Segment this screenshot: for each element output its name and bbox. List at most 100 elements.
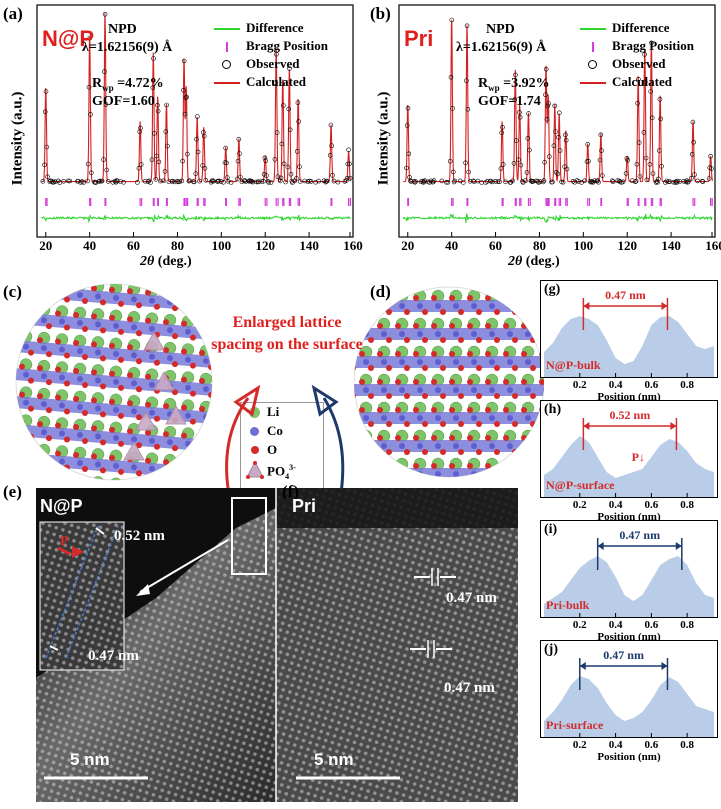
- co-atom: [525, 331, 531, 337]
- observed-point: [541, 178, 547, 183]
- observed-point: [557, 148, 563, 153]
- o-atom: [55, 394, 61, 401]
- co-atom: [525, 471, 531, 477]
- o-atom: [100, 355, 106, 362]
- co-atom: [131, 324, 137, 331]
- blue-curved-arrow: [322, 397, 345, 501]
- o-atom: [64, 408, 70, 415]
- panel-f-047-top: 0.47 nm: [446, 590, 497, 606]
- profile-xtick-label: 0.2: [572, 739, 587, 751]
- legend-difference-swatch: [214, 28, 240, 30]
- co-atom: [399, 415, 405, 421]
- o-atom: [467, 463, 473, 469]
- observed-point: [215, 179, 221, 184]
- observed-point: [545, 103, 551, 109]
- observed-point: [450, 169, 456, 175]
- o-atom: [46, 295, 52, 302]
- o-atom: [91, 453, 97, 460]
- li-atom: [163, 285, 177, 299]
- profile-area: [544, 436, 714, 497]
- o-atom: [368, 477, 374, 482]
- co-atom: [113, 406, 119, 413]
- co-atom: [41, 429, 47, 436]
- o-atom: [386, 421, 392, 427]
- observed-point: [590, 179, 595, 184]
- o-atom: [82, 325, 88, 332]
- observed-point: [294, 149, 300, 154]
- o-atom: [172, 473, 178, 480]
- li-atom-icon: [249, 407, 260, 418]
- o-atom: [100, 411, 106, 418]
- co-atom: [95, 293, 101, 300]
- observed-point: [451, 179, 457, 185]
- observed-point: [546, 101, 551, 106]
- o-atom: [440, 477, 446, 482]
- li-atom: [146, 481, 158, 482]
- observed-point: [495, 179, 501, 184]
- co-atom: [399, 303, 405, 309]
- profile-xtick-label: 0.8: [680, 739, 695, 751]
- observed-point: [709, 166, 714, 171]
- o-atom: [386, 337, 392, 343]
- observed-point: [347, 176, 353, 181]
- profile-area: [544, 676, 714, 737]
- profile-xtick-label: 0.4: [608, 499, 623, 511]
- co-atom: [113, 378, 119, 385]
- co-atom: [23, 455, 29, 462]
- observed-point: [221, 180, 226, 185]
- li-atom: [359, 457, 373, 471]
- o-atom: [199, 378, 205, 385]
- observed-point: [104, 167, 109, 173]
- o-atom: [73, 479, 79, 480]
- observed-point: [165, 143, 170, 149]
- panel-a-xtick-label: 20: [39, 238, 53, 253]
- o-atom: [82, 465, 88, 472]
- o-atom: [154, 359, 160, 366]
- observed-point: [280, 81, 285, 87]
- observed-point: [296, 119, 302, 124]
- o-atom: [512, 309, 518, 315]
- o-atom: [181, 432, 187, 439]
- observed-point: [324, 178, 330, 184]
- co-atom: [471, 415, 477, 421]
- panel-a-rwp: Rwp =4.72%: [92, 76, 164, 93]
- observed-point: [647, 162, 653, 167]
- observed-point: [110, 180, 116, 185]
- observed-point: [643, 155, 649, 161]
- co-atom: [489, 303, 495, 309]
- o-atom: [55, 450, 61, 457]
- o-atom: [100, 439, 106, 446]
- panel-e-sample: N@P: [40, 496, 83, 516]
- observed-point: [553, 129, 558, 134]
- o-atom: [521, 463, 527, 469]
- co-atom: [77, 291, 83, 298]
- o-atom: [145, 317, 151, 324]
- observed-point: [297, 164, 302, 169]
- co-atom: [59, 430, 65, 437]
- o-atom: [172, 333, 178, 340]
- legend-bragg-swatch: [226, 42, 228, 52]
- profile-panel-label: (j): [544, 642, 558, 657]
- panel-c-lattice-illustration: [14, 283, 213, 482]
- observed-point: [208, 179, 214, 185]
- o-atom: [458, 421, 464, 427]
- co-atom: [131, 352, 137, 359]
- observed-point: [136, 165, 142, 171]
- li-atom: [55, 473, 69, 480]
- panel-e-scale-label: 5 nm: [70, 750, 110, 769]
- observed-point: [643, 79, 648, 85]
- co-atom: [363, 415, 369, 421]
- observed-point: [650, 171, 656, 176]
- o-atom: [368, 393, 374, 399]
- observed-point: [564, 166, 570, 172]
- co-atom: [59, 458, 65, 465]
- panel-e-p-label: P: [60, 534, 69, 549]
- observed-point: [642, 52, 647, 57]
- o-atom: [14, 460, 16, 466]
- observed-point: [283, 179, 288, 185]
- o-atom: [163, 431, 169, 438]
- co-atom: [185, 440, 191, 447]
- observed-point: [236, 136, 242, 142]
- panel-d-atoms: [354, 289, 544, 482]
